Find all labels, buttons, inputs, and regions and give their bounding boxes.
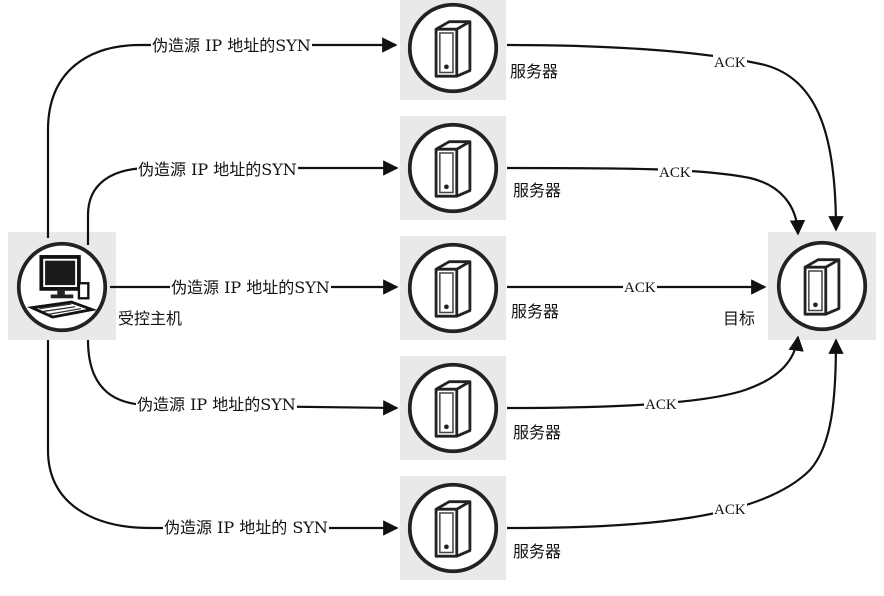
target-label: 目标 [723,309,756,328]
server-label: 服务器 [511,302,560,321]
syn-edge-label: 伪造源 IP 地址的SYN [151,36,312,55]
syn-edge-label: 伪造源 IP 地址的SYN [136,395,297,414]
ack-edge-label: ACK [658,164,692,182]
computer-icon [16,241,108,333]
server-icon [407,122,499,214]
syn-edge-label: 伪造源 IP 地址的 SYN [163,518,329,537]
server-label: 服务器 [513,542,562,561]
ack-edge-label: ACK [644,396,678,414]
syn-edge [46,37,398,238]
ack-edge [506,43,844,232]
ack-edge [506,166,806,236]
server-icon [776,240,868,332]
ack-edge [506,335,804,410]
server-icon [407,362,499,454]
server-label: 服务器 [510,62,559,81]
syn-edge [86,160,399,245]
server-icon [407,242,499,334]
host-label: 受控主机 [118,309,183,328]
ack-edge-label: ACK [623,279,657,297]
server-label: 服务器 [513,181,562,200]
server-icon [407,2,499,94]
ack-edge-label: ACK [713,54,747,72]
server-label: 服务器 [513,423,562,442]
syn-edge-label: 伪造源 IP 地址的SYN [170,278,331,297]
syn-edge-label: 伪造源 IP 地址的SYN [137,160,298,179]
ack-edge [506,338,844,530]
server-icon [407,482,499,574]
ack-edge-label: ACK [713,501,747,519]
syn-edge [46,340,399,536]
